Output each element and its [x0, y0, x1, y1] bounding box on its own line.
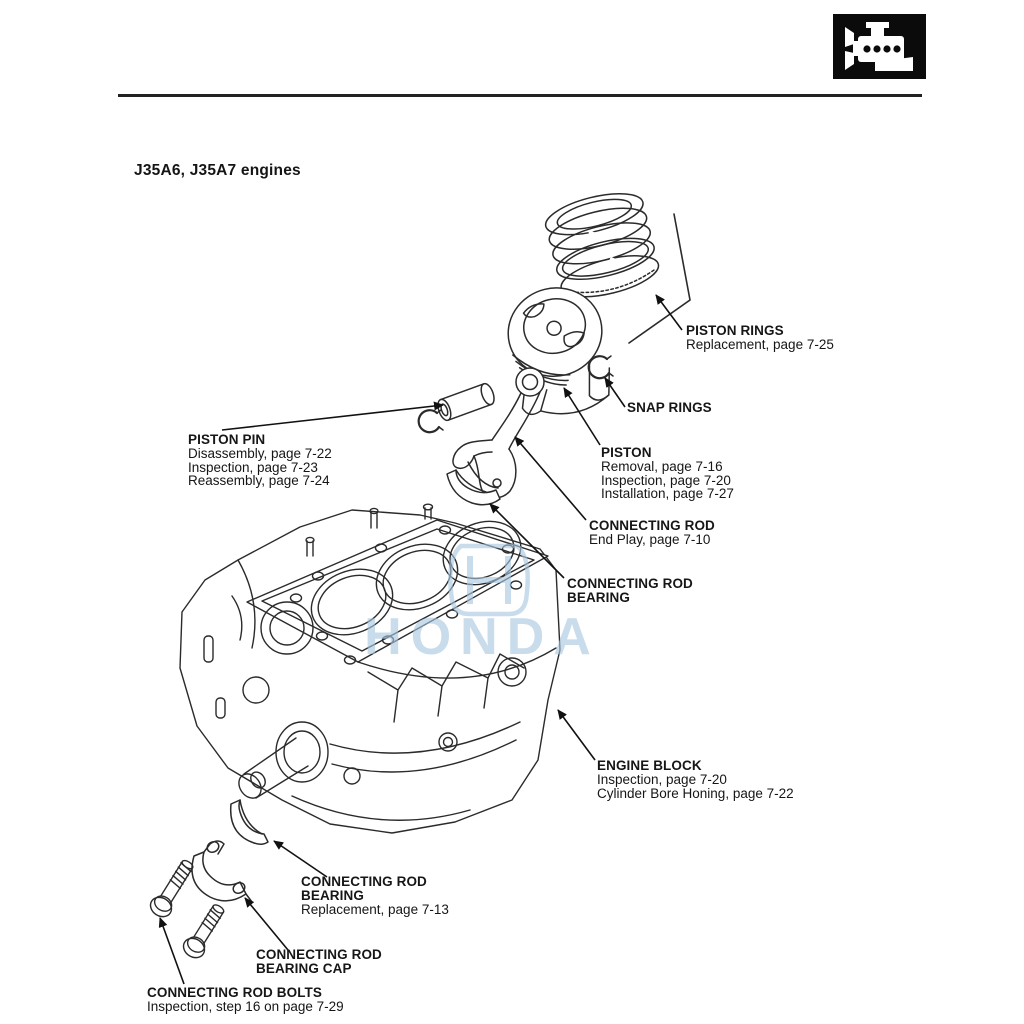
callout-detail: End Play, page 7-10	[589, 531, 711, 547]
leader-piston	[563, 387, 601, 446]
callout-connecting-rod-bearing-upper: CONNECTING ROD BEARING	[567, 577, 693, 605]
callout-piston-pin: PISTON PIN Disassembly, page 7-22 Inspec…	[188, 433, 332, 488]
callout-detail: Cylinder Bore Honing, page 7-22	[597, 785, 794, 801]
callout-detail: Installation, page 7-27	[601, 486, 734, 502]
callout-title: CONNECTING ROD	[589, 518, 715, 533]
callout-detail: Inspection, page 7-20	[601, 472, 731, 488]
callout-piston-rings: PISTON RINGS Replacement, page 7-25	[686, 324, 834, 352]
honda-watermark: HONDA	[364, 543, 600, 666]
leader-rod-bearing-upper	[489, 503, 565, 579]
honda-watermark-text: HONDA	[364, 608, 600, 666]
callout-detail: Replacement, page 7-13	[301, 901, 449, 917]
rod-bearing-lower-drawing	[229, 799, 269, 846]
leader-arrows	[158, 294, 683, 985]
callout-detail: Inspection, page 7-20	[597, 771, 727, 787]
connecting-rod-drawing	[452, 367, 545, 499]
page-title: J35A6, J35A7 engines	[134, 162, 301, 179]
piston-rings-drawing	[544, 192, 691, 344]
leader-piston-pin	[221, 401, 444, 431]
rod-bearing-upper-drawing	[446, 469, 501, 506]
callout-title: BEARING CAP	[256, 960, 352, 976]
callout-title: CONNECTING ROD BOLTS	[147, 985, 322, 1000]
leader-bearing-cap	[244, 897, 289, 951]
callout-engine-block: ENGINE BLOCK Inspection, page 7-20 Cylin…	[597, 759, 794, 800]
callout-connecting-rod: CONNECTING ROD End Play, page 7-10	[589, 519, 715, 547]
callout-bearing-cap: CONNECTING ROD BEARING CAP	[256, 948, 382, 976]
engine-block-drawing	[179, 503, 561, 834]
callout-title: CONNECTING ROD	[256, 947, 382, 962]
callout-title: BEARING	[567, 589, 630, 605]
header-rule	[118, 94, 922, 97]
callout-title: PISTON RINGS	[686, 323, 784, 338]
engine-icon-glyph	[833, 14, 926, 79]
callout-title: CONNECTING ROD	[567, 576, 693, 591]
callout-piston: PISTON Removal, page 7-16 Inspection, pa…	[601, 446, 734, 501]
callout-title: PISTON PIN	[188, 432, 266, 447]
callout-title: PISTON	[601, 445, 652, 460]
leader-rod-bearing-lower	[273, 840, 328, 878]
callout-detail: Removal, page 7-16	[601, 458, 723, 474]
leader-rod-bolts	[158, 917, 185, 985]
leader-snap-rings	[604, 377, 626, 408]
callout-detail: Disassembly, page 7-22	[188, 445, 332, 461]
honda-h-logo	[448, 543, 530, 617]
piston-drawing	[507, 287, 611, 416]
callout-snap-rings: SNAP RINGS	[627, 401, 712, 415]
callout-title: CONNECTING ROD	[301, 874, 427, 889]
rod-bolts-drawing	[149, 859, 225, 959]
callout-detail: Inspection, step 16 on page 7-29	[147, 998, 344, 1014]
leader-connecting-rod	[514, 436, 587, 521]
callout-detail: Inspection, page 7-23	[188, 459, 318, 475]
callout-rod-bolts: CONNECTING ROD BOLTS Inspection, step 16…	[147, 986, 344, 1014]
piston-pin-drawing	[437, 382, 495, 422]
callout-detail: Reassembly, page 7-24	[188, 473, 330, 489]
engine-icon	[833, 14, 926, 79]
bearing-cap-drawing	[191, 840, 253, 903]
snap-ring-right	[587, 355, 614, 380]
leader-piston-rings	[655, 294, 683, 331]
callout-title: ENGINE BLOCK	[597, 758, 702, 773]
callout-title: BEARING	[301, 887, 364, 903]
callout-detail: Replacement, page 7-25	[686, 336, 834, 352]
callout-title: SNAP RINGS	[627, 400, 712, 415]
leader-engine-block	[557, 709, 596, 761]
callout-connecting-rod-bearing-lower: CONNECTING ROD BEARING Replacement, page…	[301, 875, 449, 916]
